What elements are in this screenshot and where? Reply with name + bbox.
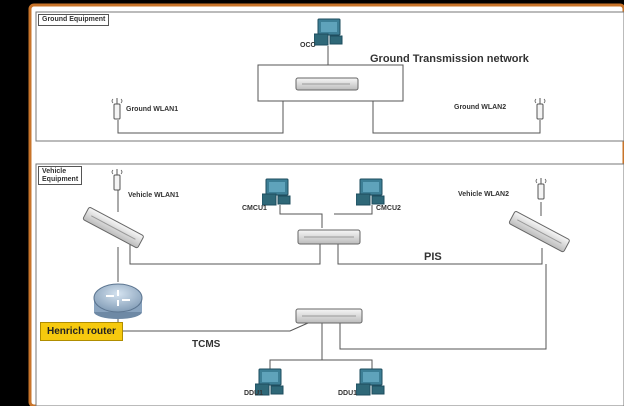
- pis-switch-icon: [297, 229, 361, 245]
- vehicle-equipment-title: Vehicle Equipment: [38, 166, 83, 186]
- ground-network-label: Ground Transmission network: [370, 53, 529, 65]
- occ-computer-icon: [314, 18, 343, 46]
- cmcu1-computer-icon: [262, 178, 291, 206]
- router-icon: [93, 283, 143, 319]
- vehicle-right-switch-icon: [508, 211, 570, 253]
- tcms-switch-icon: [295, 308, 363, 324]
- ddu2-label: DDU1: [338, 390, 358, 397]
- vehicle-links: [117, 186, 547, 370]
- pis-label: PIS: [424, 251, 442, 263]
- vehicle-wlan1-label: Vehicle WLAN1: [128, 192, 179, 199]
- ddu1-label: DDU1: [244, 390, 264, 397]
- tcms-label: TCMS: [192, 339, 221, 350]
- vehicle-title-line1: Vehicle: [42, 168, 67, 175]
- ddu2-computer-icon: [356, 368, 385, 396]
- router-label: Henrich router: [40, 322, 123, 341]
- cmcu2-computer-icon: [356, 178, 385, 206]
- ground-equipment-title: Ground Equipment: [38, 14, 110, 26]
- cmcu2-label: CMCU2: [376, 205, 401, 212]
- vehicle-wlan2-label: Vehicle WLAN2: [458, 191, 509, 198]
- ground-links: [117, 46, 541, 134]
- ground-wlan1-label: Ground WLAN1: [126, 106, 179, 113]
- ground-wlan2-label: Ground WLAN2: [454, 104, 507, 111]
- vehicle-equipment-box: [35, 163, 624, 406]
- occ-label: OCC: [300, 42, 316, 49]
- vehicle-left-switch-icon: [82, 207, 144, 249]
- cmcu1-label: CMCU1: [242, 205, 267, 212]
- ground-switch-icon: [295, 77, 359, 91]
- vehicle-title-line2: Equipment: [42, 175, 79, 183]
